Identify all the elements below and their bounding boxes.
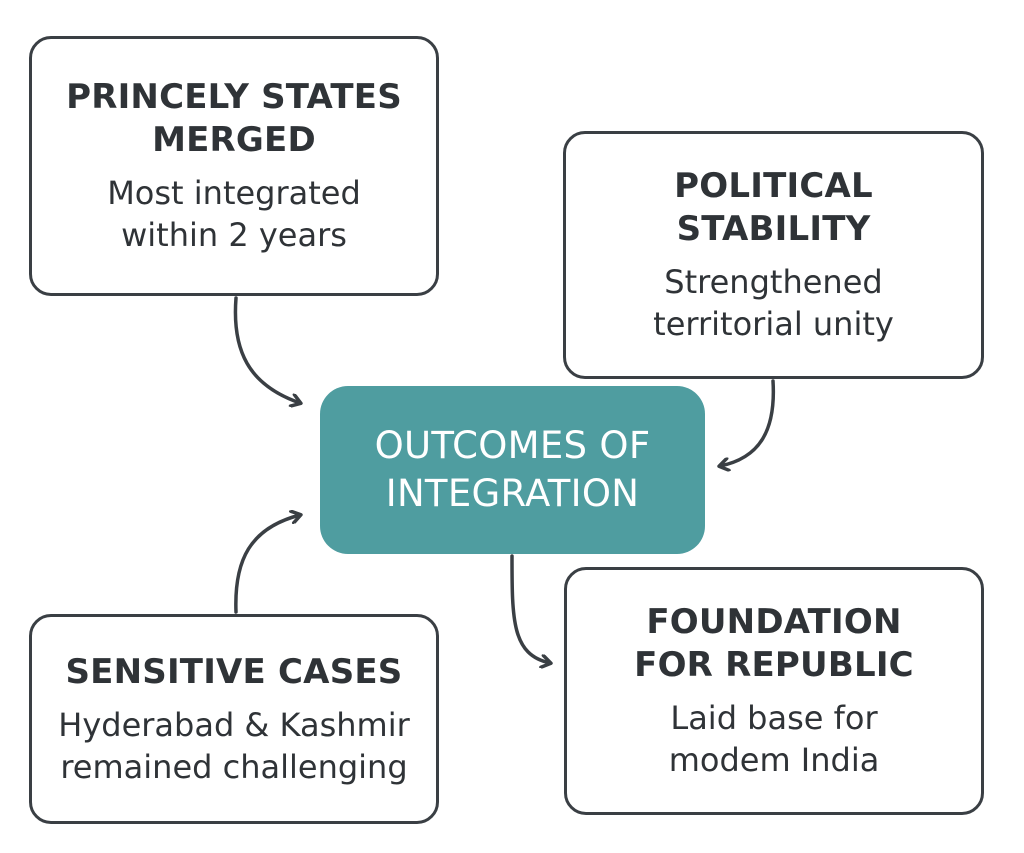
arrow-political-to-center: [720, 379, 776, 466]
node-title: FOUNDATION FOR REPUBLIC: [634, 601, 914, 687]
node-political-stability: POLITICAL STABILITY Strengthened territo…: [563, 131, 984, 379]
node-title: PRINCELY STATES MERGED: [66, 76, 402, 162]
node-title-line: POLITICAL: [674, 166, 873, 206]
node-description: Most integrated within 2 years: [107, 172, 361, 256]
node-title-line: PRINCELY STATES: [66, 77, 402, 117]
node-title: POLITICAL STABILITY: [674, 165, 873, 251]
node-title-line: FOR REPUBLIC: [634, 645, 914, 685]
node-description-line: Laid base for: [670, 699, 878, 737]
node-description: Laid base for modem India: [669, 697, 880, 781]
node-title: SENSITIVE CASES: [66, 651, 403, 694]
node-description: Hyderabad & Kashmir remained challenging: [58, 704, 410, 788]
central-node-title: OUTCOMES OF INTEGRATION: [375, 422, 651, 518]
node-title-line: SENSITIVE CASES: [65, 651, 403, 692]
central-title-line: INTEGRATION: [385, 472, 640, 515]
node-sensitive-cases: SENSITIVE CASES Hyderabad & Kashmir rema…: [29, 614, 439, 824]
node-title-line: STABILITY: [676, 209, 871, 249]
node-description-line: modem India: [668, 741, 880, 779]
node-description-line: Strengthened: [664, 263, 883, 301]
node-description-line: within 2 years: [121, 216, 347, 254]
node-description-line: Hyderabad & Kashmir: [58, 705, 410, 744]
node-title-line: FOUNDATION: [646, 602, 902, 642]
arrow-princely-to-center: [233, 296, 300, 403]
node-title-line: MERGED: [152, 120, 316, 160]
node-description: Strengthened territorial unity: [653, 261, 894, 345]
node-foundation-for-republic: FOUNDATION FOR REPUBLIC Laid base for mo…: [564, 567, 984, 815]
central-node-outcomes: OUTCOMES OF INTEGRATION: [320, 386, 705, 554]
node-description-line: remained challenging: [60, 747, 408, 786]
node-description-line: Most integrated: [107, 174, 361, 212]
arrow-sensitive-to-center: [234, 515, 300, 614]
node-description-line: territorial unity: [653, 305, 894, 343]
node-princely-states-merged: PRINCELY STATES MERGED Most integrated w…: [29, 36, 439, 296]
arrow-center-to-foundation: [510, 554, 550, 663]
central-title-line: OUTCOMES OF: [374, 424, 651, 467]
